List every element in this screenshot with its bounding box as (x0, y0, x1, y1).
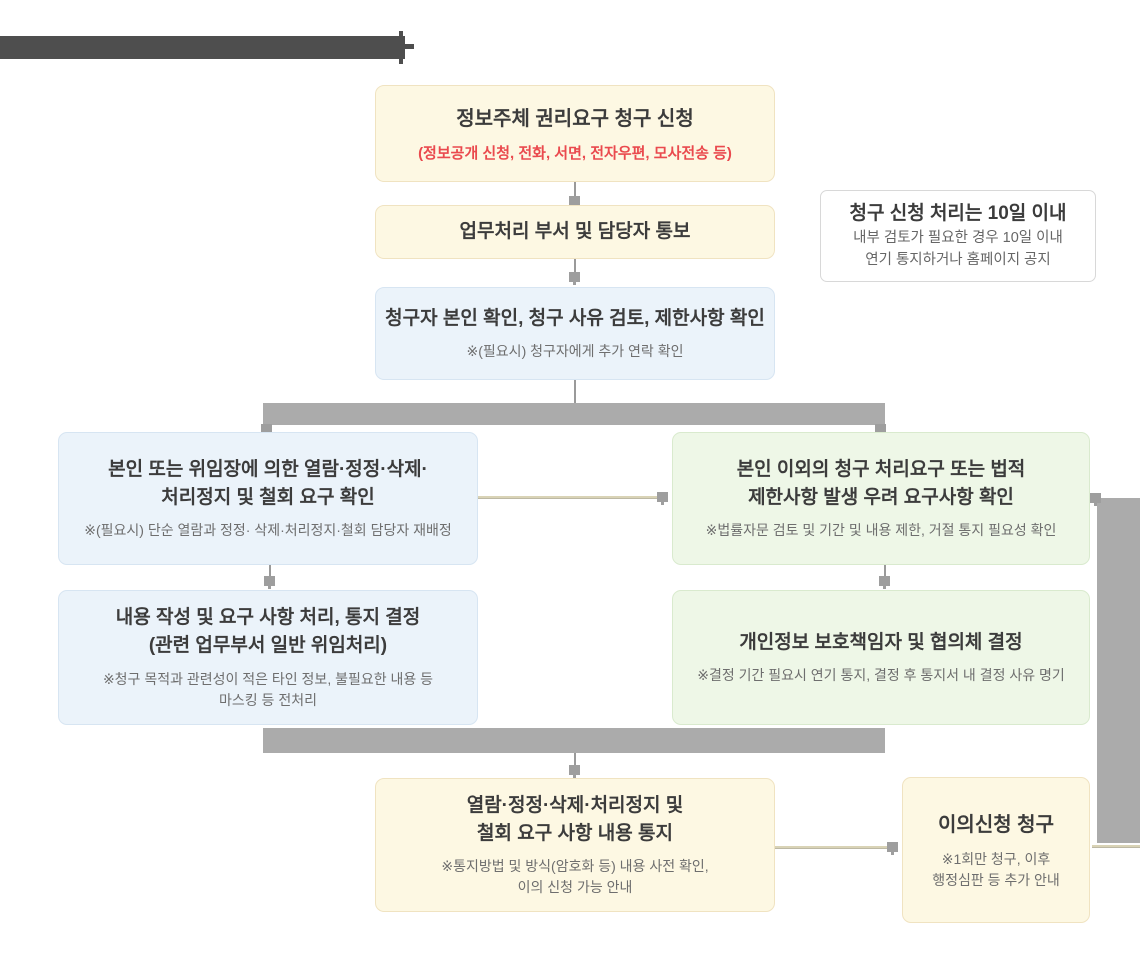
box-note: ※결정 기간 필요시 연기 통지, 결정 후 통지서 내 결정 사유 명기 (697, 667, 1065, 684)
title-bar-glyph (405, 44, 414, 49)
box-note: 행정심판 등 추가 안내 (932, 871, 1060, 888)
title-bar (0, 36, 405, 59)
box-title: 처리정지 및 철회 요구 확인 (161, 486, 375, 508)
box-title: 청구자 본인 확인, 청구 사유 검토, 제한사항 확인 (385, 307, 765, 329)
flow-box-left-process: 내용 작성 및 요구 사항 처리, 통지 결정 (관련 업무부서 일반 위임처리… (58, 590, 478, 725)
flow-box-left-confirm: 본인 또는 위임장에 의한 열람·정정·삭제· 처리정지 및 철회 요구 확인 … (58, 432, 478, 565)
box-note: ※통지방법 및 방식(암호화 등) 내용 사전 확인, (441, 858, 709, 875)
box-title: 정보주체 권리요구 청구 신청 (456, 107, 694, 130)
box-title: 본인 이외의 청구 처리요구 또는 법적 (736, 458, 1026, 480)
flow-box-right-decide: 개인정보 보호책임자 및 협의체 결정 ※결정 기간 필요시 연기 통지, 결정… (672, 590, 1090, 725)
connector-arrow (569, 765, 580, 778)
note-title: 청구 신청 처리는 10일 이내 (849, 203, 1067, 225)
box-note: ※청구 목적과 관련성이 적은 타인 정보, 불필요한 내용 등 (102, 670, 434, 687)
connector-line (574, 259, 576, 273)
routing-bar-right (1097, 498, 1140, 843)
box-title: 개인정보 보호책임자 및 협의체 결정 (739, 631, 1023, 653)
box-note: 이의 신청 가능 안내 (517, 879, 633, 896)
box-title: 열람·정정·삭제·처리정지 및 (466, 794, 684, 816)
connector-line (574, 753, 576, 766)
connector-arrow (569, 272, 580, 285)
box-title: (관련 업무부서 일반 위임처리) (148, 635, 388, 656)
connector-line-horizontal (1092, 845, 1140, 848)
branch-bar-bottom (263, 728, 885, 753)
connector-line-horizontal (478, 496, 660, 499)
note-line: 연기 통지하거나 홈페이지 공지 (865, 251, 1051, 268)
connector-line (574, 380, 576, 403)
box-note: ※(필요시) 단순 열람과 정정· 삭제·처리정지·철회 담당자 재배정 (84, 522, 452, 539)
flow-box-notify-department: 업무처리 부서 및 담당자 통보 (375, 205, 775, 259)
flow-box-right-confirm: 본인 이외의 청구 처리요구 또는 법적 제한사항 발생 우려 요구사항 확인 … (672, 432, 1090, 565)
box-title: 업무처리 부서 및 담당자 통보 (459, 221, 691, 243)
box-title: 이의신청 청구 (938, 813, 1054, 836)
connector-arrow (657, 492, 668, 505)
box-note: ※1회만 청구, 이후 (941, 850, 1051, 867)
branch-bar-top (263, 403, 885, 425)
box-note: ※(필요시) 청구자에게 추가 연락 확인 (466, 343, 684, 360)
connector-line (574, 182, 576, 198)
flow-box-verify: 청구자 본인 확인, 청구 사유 검토, 제한사항 확인 ※(필요시) 청구자에… (375, 287, 775, 380)
box-title: 본인 또는 위임장에 의한 열람·정정·삭제· (108, 458, 428, 480)
box-subtitle: (정보공개 신청, 전화, 서면, 전자우편, 모사전송 등) (418, 144, 732, 162)
connector-line-horizontal (775, 846, 893, 849)
connector-arrow (879, 576, 890, 589)
connector-line (269, 565, 271, 578)
deadline-note-box: 청구 신청 처리는 10일 이내 내부 검토가 필요한 경우 10일 이내 연기… (820, 190, 1096, 282)
box-title: 철회 요구 사항 내용 통지 (477, 822, 673, 844)
note-line: 내부 검토가 필요한 경우 10일 이내 (853, 230, 1063, 247)
title-bar-glyph (399, 31, 403, 64)
connector-arrow (887, 842, 898, 855)
connector-arrow (264, 576, 275, 589)
connector-arrow (1090, 493, 1101, 506)
box-title: 내용 작성 및 요구 사항 처리, 통지 결정 (115, 607, 421, 629)
flow-box-notify-result: 열람·정정·삭제·처리정지 및 철회 요구 사항 내용 통지 ※통지방법 및 방… (375, 778, 775, 912)
box-title: 제한사항 발생 우려 요구사항 확인 (748, 486, 1014, 508)
box-note: ※법률자문 검토 및 기간 및 내용 제한, 거절 통지 필요성 확인 (705, 522, 1057, 539)
box-note: 마스킹 등 전처리 (219, 691, 317, 708)
connector-line (884, 565, 886, 578)
flow-box-request: 정보주체 권리요구 청구 신청 (정보공개 신청, 전화, 서면, 전자우편, … (375, 85, 775, 182)
flow-box-objection: 이의신청 청구 ※1회만 청구, 이후 행정심판 등 추가 안내 (902, 777, 1090, 923)
